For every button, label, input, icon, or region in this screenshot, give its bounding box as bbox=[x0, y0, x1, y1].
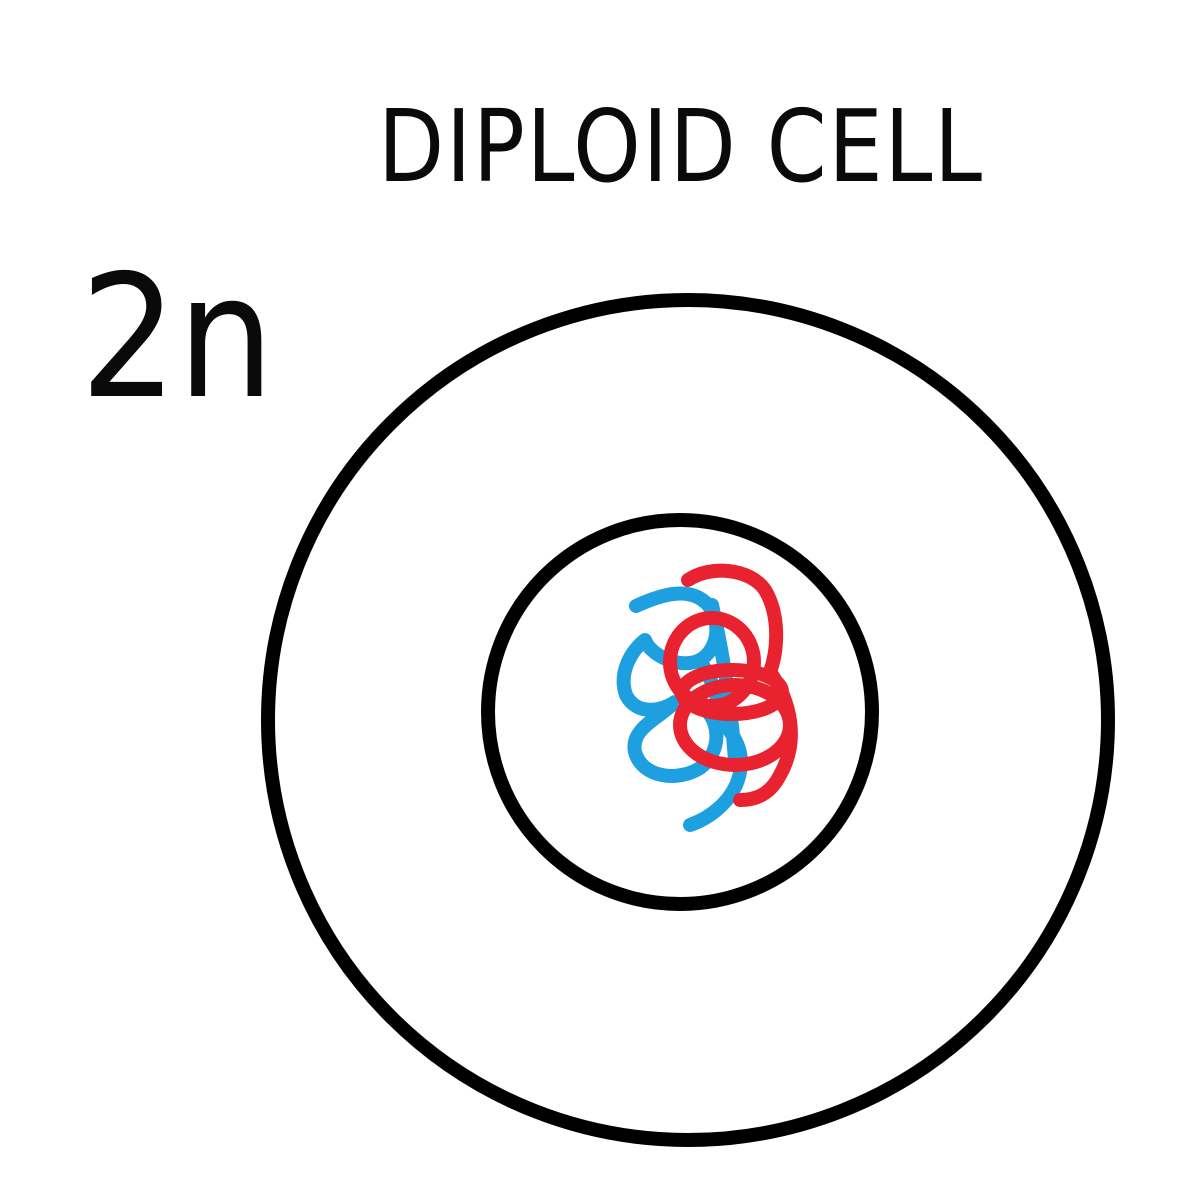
ploidy-label: 2n bbox=[80, 239, 275, 437]
diagram-title: DIPLOID CELL bbox=[378, 88, 984, 205]
nucleus-membrane bbox=[481, 513, 879, 911]
cell-membrane bbox=[261, 293, 1115, 1147]
paternal-chromosome bbox=[663, 563, 798, 807]
